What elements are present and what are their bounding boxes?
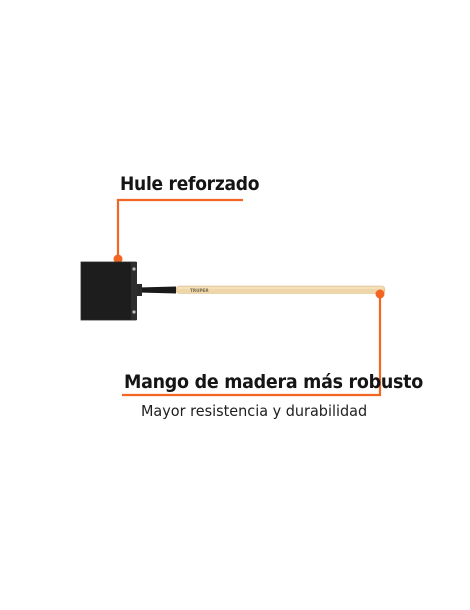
callout-title-handle: Mango de madera más robusto: [124, 371, 423, 393]
wooden-handle: TRUPER: [175, 285, 386, 294]
rubber-blade: [80, 261, 137, 321]
callout-dot-handle: [375, 289, 385, 299]
callout-line-handle: [122, 289, 385, 397]
callout-subtitle-handle: Mayor resistencia y durabilidad: [141, 402, 368, 420]
blade-rivet: [132, 310, 136, 314]
blade-rivet: [132, 267, 136, 271]
callout-line-blade: [113, 198, 243, 264]
handle-ferrule: [134, 284, 176, 296]
handle-brand-mark: TRUPER: [190, 288, 209, 293]
callout-title-blade: Hule reforzado: [120, 173, 260, 195]
callout-dot-blade: [113, 254, 123, 264]
